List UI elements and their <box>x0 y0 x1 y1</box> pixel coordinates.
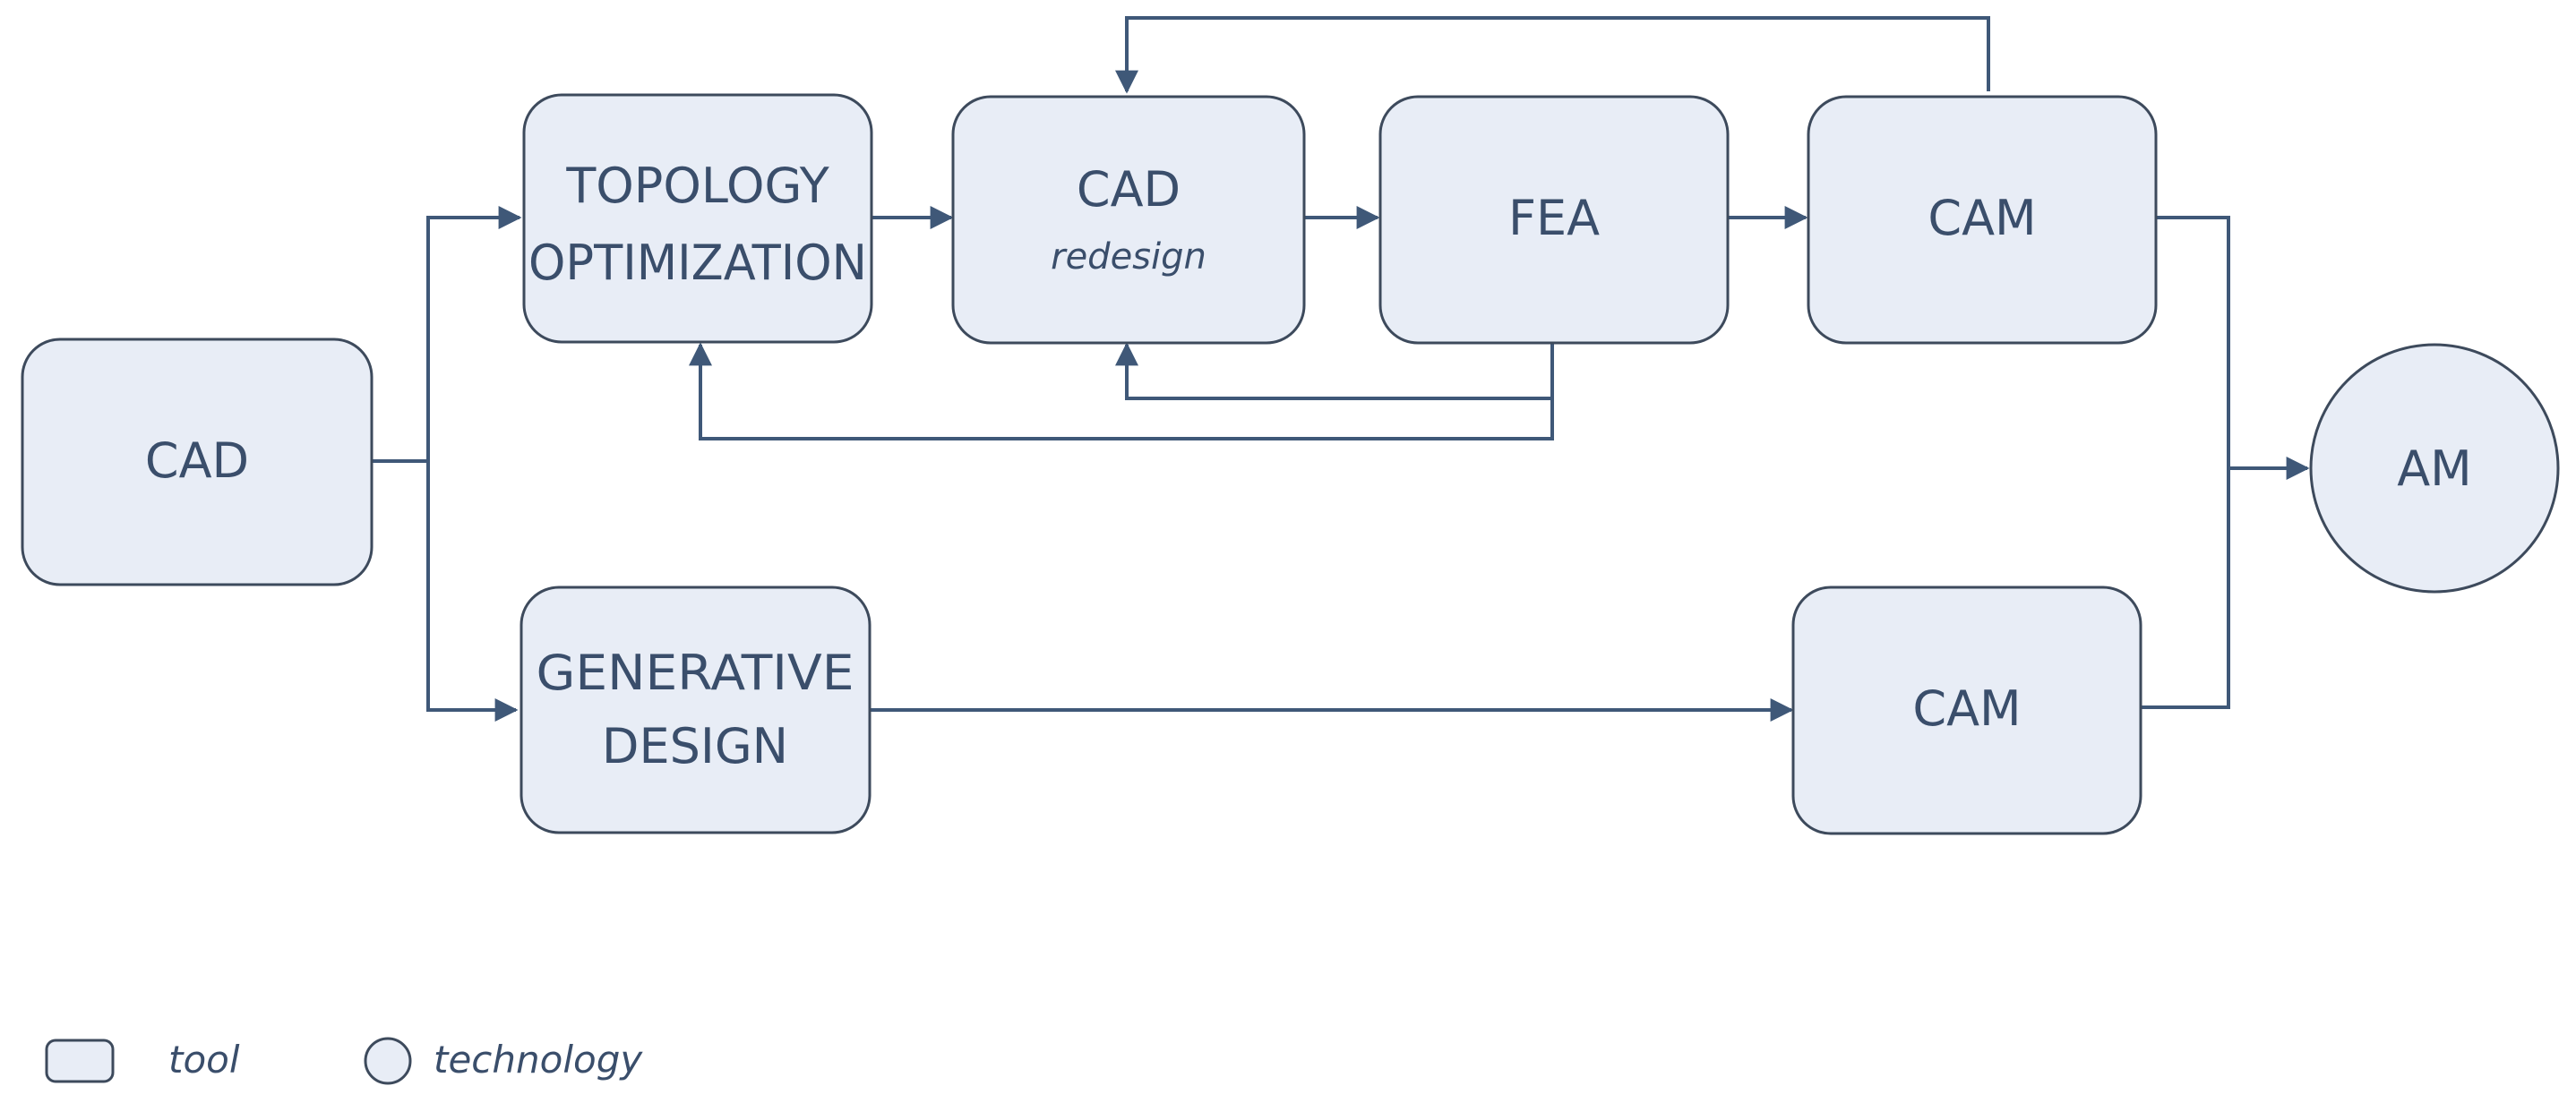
node-cam-top: CAM <box>1807 95 2158 345</box>
node-topology-line2: OPTIMIZATION <box>528 235 867 291</box>
node-topology-optimization: TOPOLOGY OPTIMIZATION <box>522 93 873 344</box>
node-fea-label: FEA <box>1508 190 1600 246</box>
connector-cad-to-topology <box>426 206 522 710</box>
connector-fea-feedback-to-cad-redesign <box>1115 342 1554 400</box>
node-cam-bottom: CAM <box>1791 586 2142 835</box>
node-cad-label: CAD <box>145 432 249 489</box>
node-topology-line1: TOPOLOGY <box>565 158 829 214</box>
node-cam-bottom-label: CAM <box>1912 680 2021 737</box>
connector-cam-feedback-to-cad-redesign <box>1115 16 1990 94</box>
node-am-label: AM <box>2397 440 2472 497</box>
node-cad-redesign: CAD redesign <box>951 95 1306 345</box>
connectors <box>372 16 2310 722</box>
node-cad-redesign-label: CAD <box>1077 161 1181 218</box>
node-generative-line1: GENERATIVE <box>537 645 854 701</box>
node-generative-design: GENERATIVE DESIGN <box>519 586 872 834</box>
node-am: AM <box>2309 343 2560 594</box>
connector-cam-top-to-merge <box>2141 216 2230 709</box>
connector-cad-to-generative <box>426 461 519 722</box>
legend-tool-swatch <box>45 1039 115 1083</box>
node-cad: CAD <box>21 338 374 586</box>
legend-technology-swatch <box>364 1037 412 1085</box>
node-cad-redesign-sub: redesign <box>1051 236 1206 278</box>
connector-fea-feedback-to-topology <box>689 342 1554 440</box>
node-generative-line2: DESIGN <box>602 718 788 774</box>
node-cam-top-label: CAM <box>1928 190 2036 246</box>
legend: tool technology <box>45 1037 643 1085</box>
legend-technology-label: technology <box>434 1038 643 1082</box>
legend-tool-label: tool <box>168 1038 240 1082</box>
node-fea: FEA <box>1378 95 1730 345</box>
